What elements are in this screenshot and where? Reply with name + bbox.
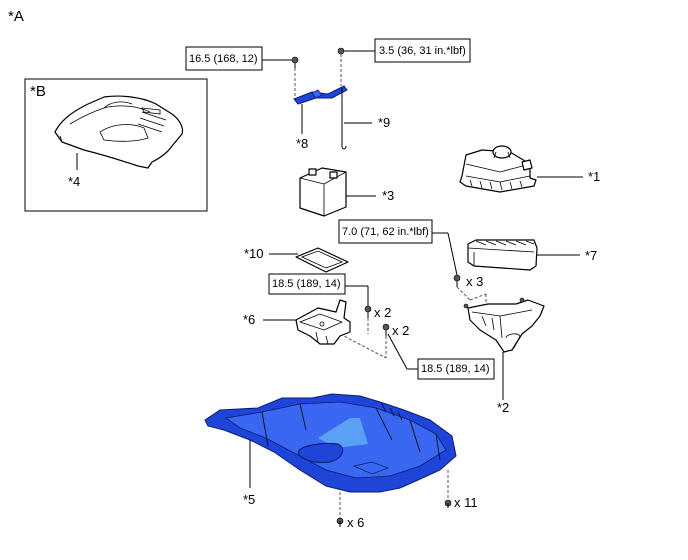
engine-under-cover-part (204, 393, 457, 493)
qty-x2-a: x 2 (374, 305, 391, 320)
air-cleaner-case-part (463, 297, 545, 353)
qty-x11: x 11 (454, 495, 478, 510)
callout-3: *3 (382, 188, 394, 203)
torque-18-5-b: 18.5 (189, 14) (421, 363, 490, 375)
callout-9: *9 (378, 115, 390, 130)
view-label-a: *A (8, 8, 24, 25)
inset-box-b (24, 78, 208, 212)
qty-x3: x 3 (466, 274, 483, 289)
qty-x6: x 6 (347, 515, 364, 530)
torque-18-5-a: 18.5 (189, 14) (272, 278, 341, 290)
air-filter-element-part (467, 239, 538, 271)
battery-part (299, 167, 347, 217)
bolt-icon (444, 499, 452, 508)
callout-4: *4 (68, 174, 80, 189)
battery-carrier-part (295, 299, 351, 345)
bolt-icon (364, 305, 372, 318)
hold-down-rod-part (341, 88, 347, 150)
torque-16-5: 16.5 (168, 12) (189, 53, 258, 65)
screw-icon (337, 47, 345, 55)
callout-2: *2 (497, 400, 509, 415)
bolt-icon (382, 323, 390, 336)
callout-7: *7 (585, 248, 597, 263)
torque-7-0: 7.0 (71, 62 in.*lbf) (342, 226, 429, 238)
torque-box-7-0 (338, 219, 433, 244)
engine-cover-part (54, 95, 184, 169)
bolt-icon (453, 274, 461, 287)
callout-6: *6 (243, 312, 255, 327)
air-cleaner-cap-part (459, 145, 537, 193)
callout-1: *1 (588, 169, 600, 184)
callout-10: *10 (244, 246, 264, 261)
callout-5: *5 (243, 492, 255, 507)
torque-box-18-5-a (268, 273, 346, 295)
callout-8: *8 (296, 136, 308, 151)
torque-3-5: 3.5 (36, 31 in.*lbf) (379, 45, 466, 57)
battery-clamp-part (293, 85, 348, 105)
bolt-icon (291, 56, 299, 68)
view-label-b: *B (30, 83, 46, 100)
bolt-icon (336, 517, 344, 527)
qty-x2-b: x 2 (392, 323, 409, 338)
battery-tray-part (295, 247, 349, 273)
torque-box-16-5 (185, 46, 263, 71)
